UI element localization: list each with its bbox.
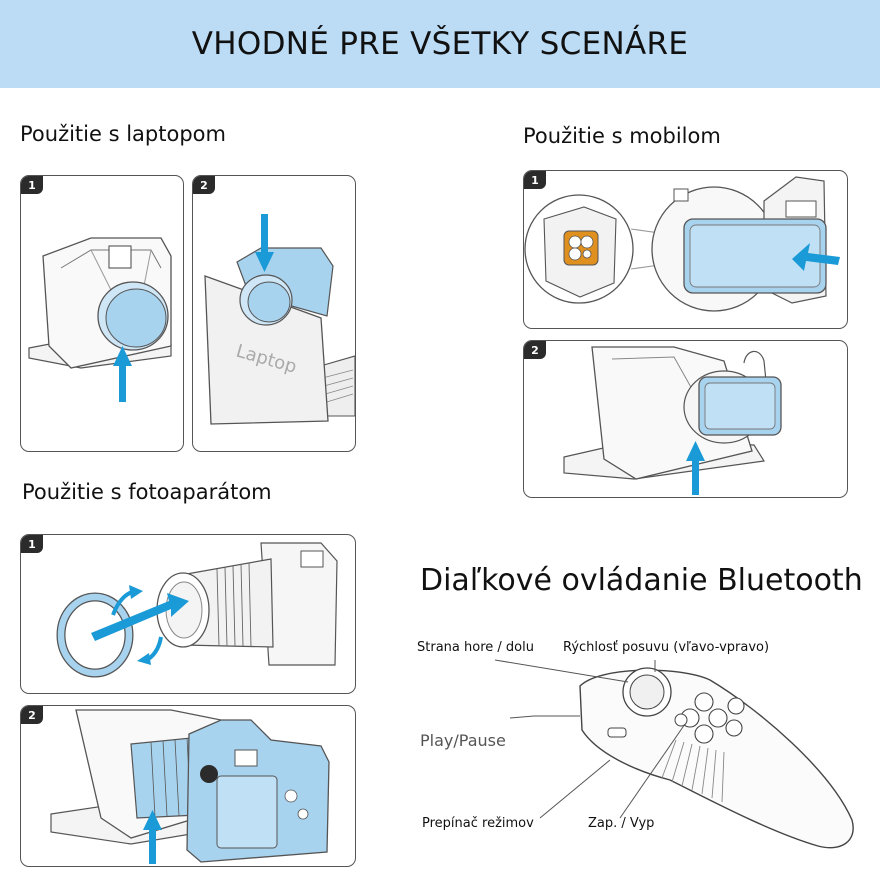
laptop-step-1-panel: 1: [20, 175, 184, 452]
mobile-mount-illustration: [524, 176, 827, 312]
step-badge: 2: [524, 341, 546, 359]
step-badge: 1: [524, 171, 546, 189]
section-title-laptop: Použitie s laptopom: [20, 122, 226, 146]
camera-step-1-panel: 1: [20, 534, 356, 694]
arrow-up-icon: [113, 346, 132, 402]
camera-lens-illustration: [56, 542, 338, 678]
arrow-down-icon: [255, 214, 274, 272]
camera-step-2-panel: 2: [20, 705, 356, 867]
header-banner: VHODNÉ PRE VŠETKY SCENÁRE: [0, 0, 880, 88]
step-badge: 1: [21, 535, 43, 553]
callout-mode-switch: Prepínač režimov: [422, 816, 534, 831]
camera-stand-illustration: [50, 709, 330, 863]
section-title-mobile: Použitie s mobilom: [523, 124, 721, 148]
step-badge: 2: [193, 176, 215, 194]
laptop-step-2-panel: Laptop 2: [192, 175, 356, 452]
callout-up-down: Strana hore / dolu: [417, 640, 534, 655]
page-title: VHODNÉ PRE VŠETKY SCENÁRE: [191, 26, 689, 62]
remote-illustration: [494, 659, 854, 849]
arrow-up-icon: [686, 441, 705, 495]
step-badge: 2: [21, 706, 43, 724]
callout-play-pause: Play/Pause: [420, 731, 506, 750]
step-badge: 1: [21, 176, 43, 194]
callout-power: Zap. / Vyp: [588, 816, 655, 831]
stand-illustration: [28, 237, 172, 369]
mobile-step-1-panel: 1: [523, 170, 848, 329]
arrow-left-icon: [792, 243, 840, 271]
remote-title: Diaľkové ovládanie Bluetooth: [420, 563, 863, 598]
mobile-stand-illustration: [563, 346, 782, 480]
arrow-up-icon: [143, 810, 162, 864]
laptop-illustration: Laptop: [204, 247, 355, 425]
section-title-camera: Použitie s fotoaparátom: [22, 480, 272, 504]
mobile-step-2-panel: 2: [523, 340, 848, 498]
rotate-arrows-icon: [91, 585, 189, 665]
callout-scroll-speed: Rýchlosť posuvu (vľavo-vpravo): [563, 640, 770, 655]
